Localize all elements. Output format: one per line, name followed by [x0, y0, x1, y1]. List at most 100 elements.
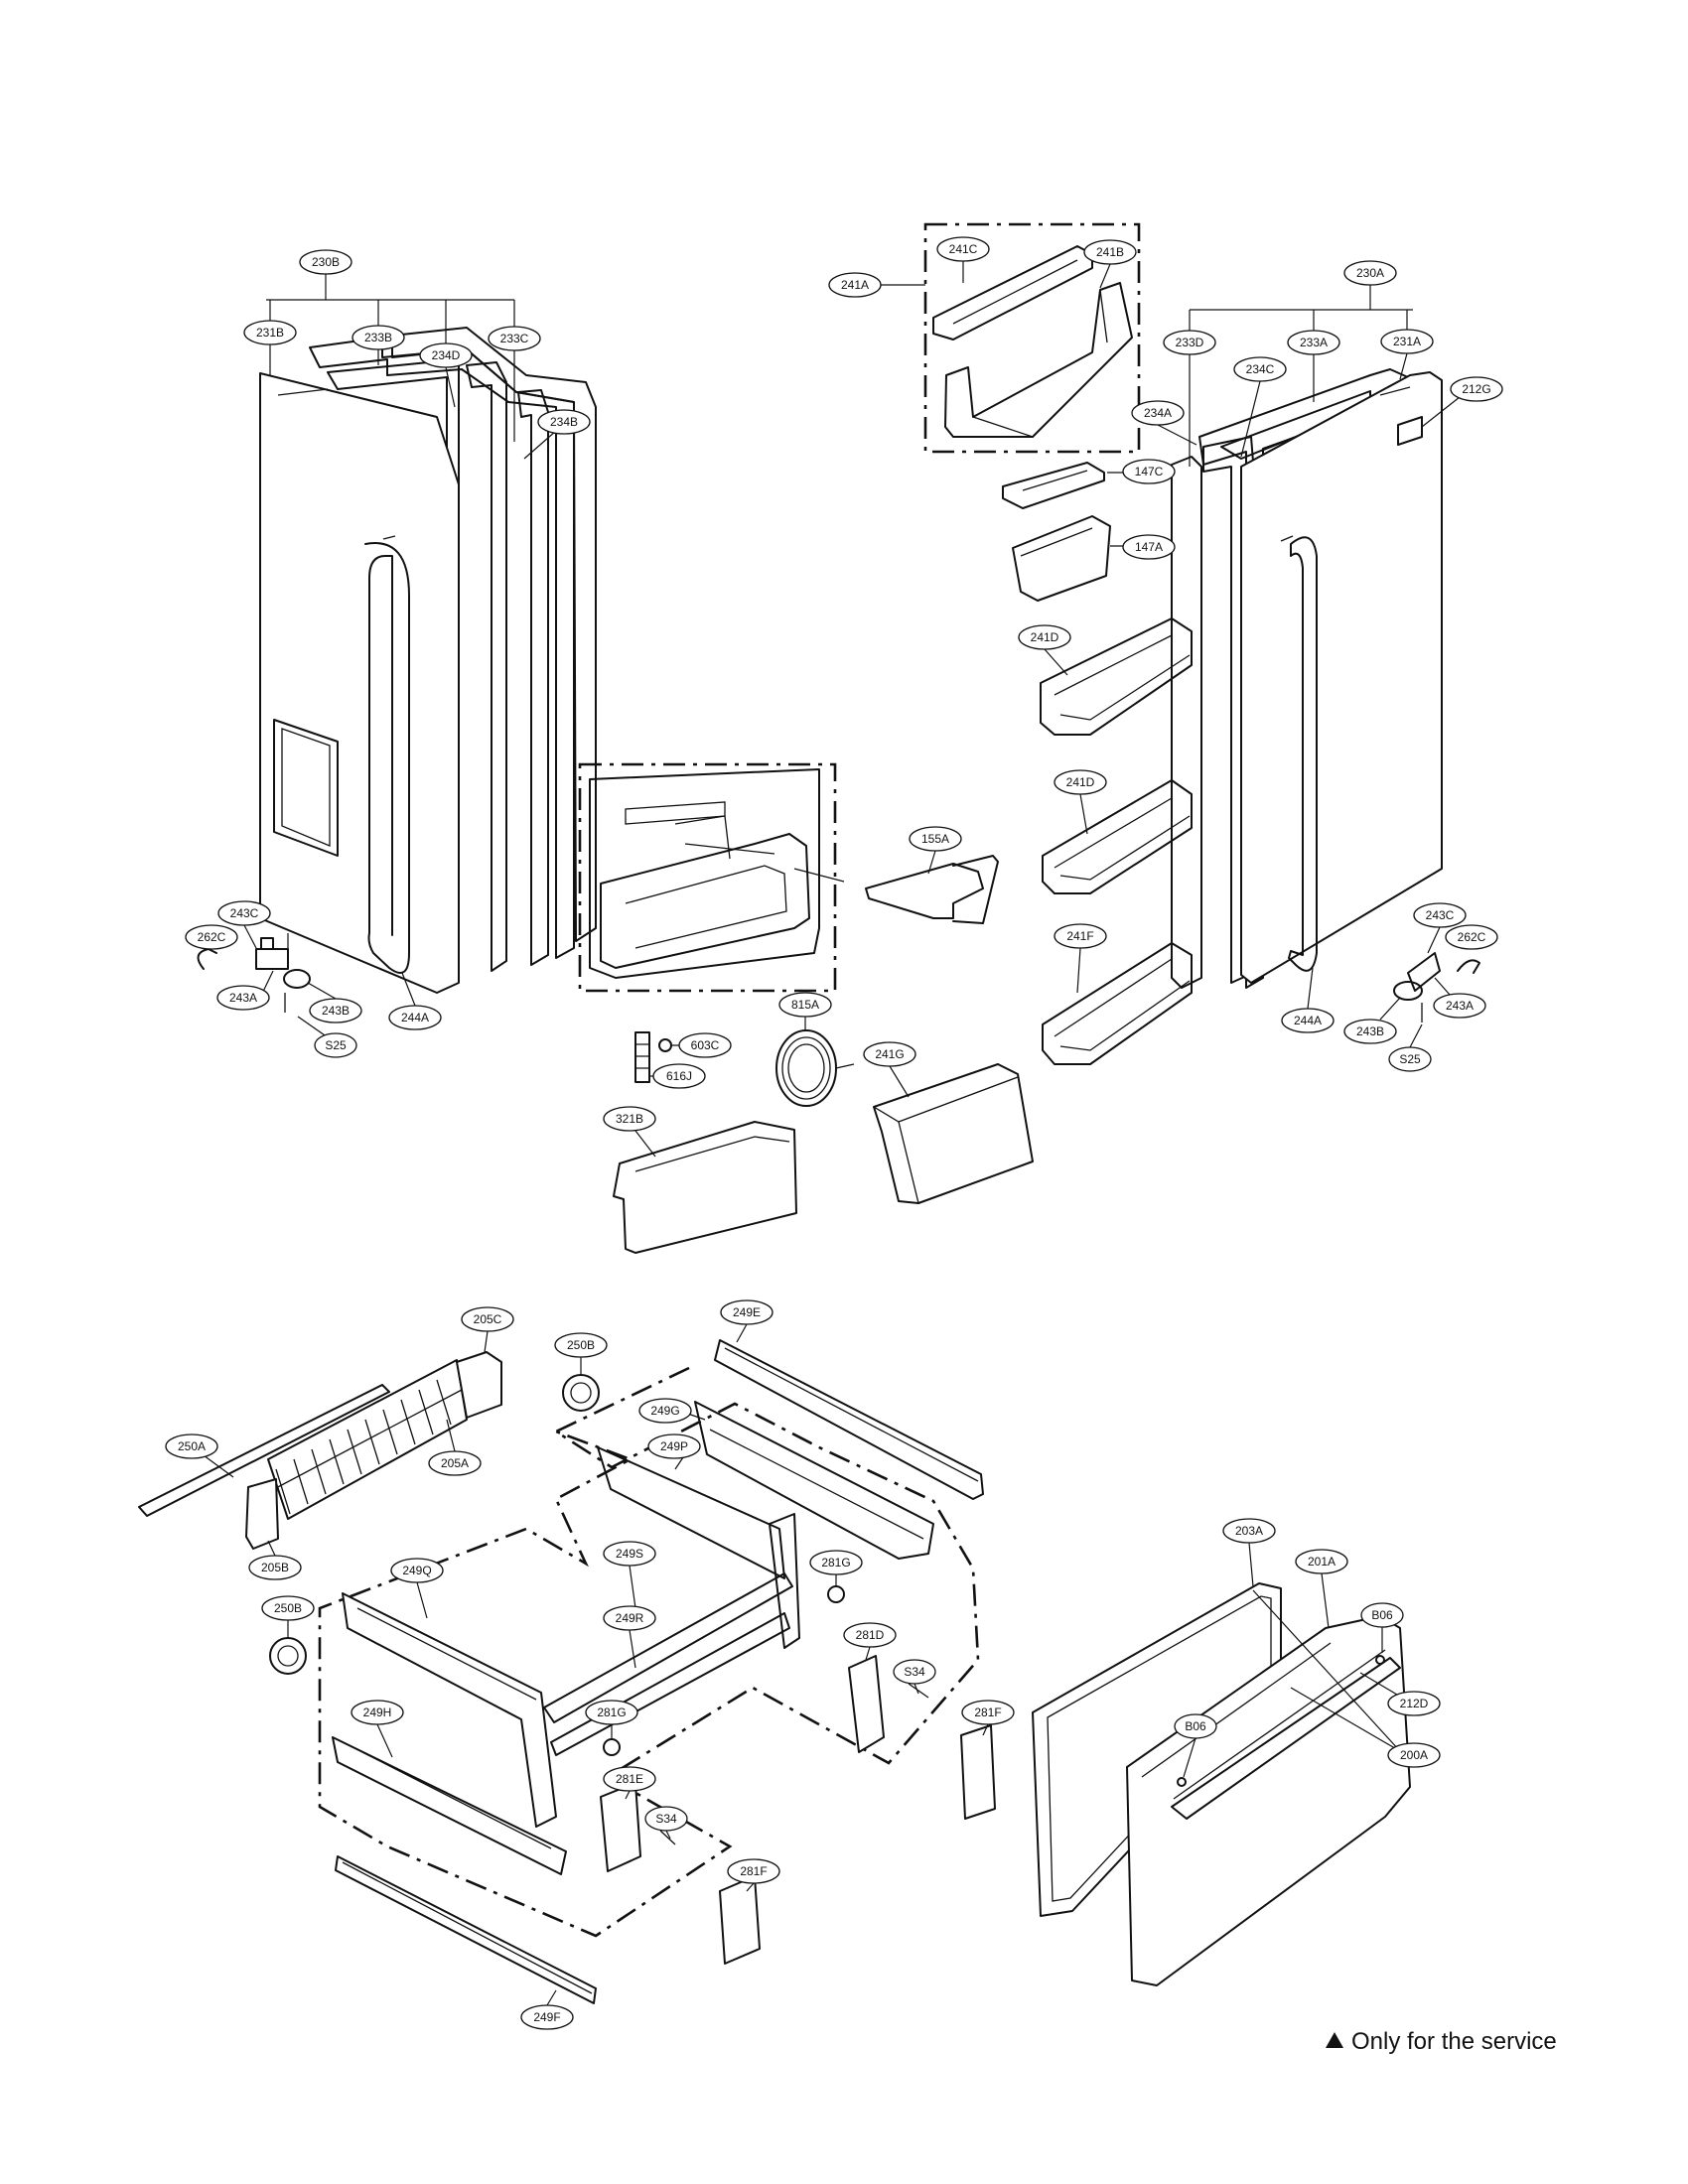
- part-number: 281F: [740, 1864, 767, 1878]
- small-bins-147: [1002, 462, 1133, 602]
- part-number: 201A: [1308, 1555, 1336, 1569]
- part-callout-205c: 205C: [461, 1306, 514, 1332]
- part-callout-243c: 243C: [217, 900, 271, 926]
- part-number: 241D: [1066, 775, 1095, 789]
- part-callout-244a: 244A: [1281, 1008, 1335, 1033]
- part-callout-s34: S34: [893, 1659, 936, 1685]
- triangle-icon: [1326, 2032, 1343, 2048]
- cover-321b: [613, 1121, 797, 1254]
- part-number: B06: [1371, 1608, 1393, 1622]
- part-callout-s34: S34: [644, 1806, 688, 1832]
- part-number: 234A: [1144, 406, 1172, 420]
- part-callout-241c: 241C: [936, 236, 990, 262]
- part-number: 233B: [364, 331, 392, 344]
- part-number: 243C: [1426, 908, 1455, 922]
- service-footnote: Only for the service: [1326, 2028, 1557, 2056]
- part-callout-262c: 262C: [185, 924, 238, 950]
- part-callout-616j: 616J: [652, 1063, 706, 1089]
- part-callout-249e: 249E: [720, 1299, 774, 1325]
- part-number: 249Q: [402, 1564, 431, 1577]
- part-callout-249s: 249S: [603, 1541, 656, 1567]
- part-number: S34: [655, 1812, 677, 1826]
- part-number: 231A: [1393, 335, 1421, 348]
- drawer-parts-281: [600, 1574, 996, 1965]
- part-number: 262C: [1458, 930, 1486, 944]
- part-callout-241g: 241G: [863, 1041, 916, 1067]
- part-number: 281G: [821, 1556, 850, 1570]
- part-callout-241b: 241B: [1083, 239, 1137, 265]
- rail-249f: [335, 1855, 597, 2006]
- part-callout-201a: 201A: [1295, 1549, 1348, 1574]
- water-tube-815a: [775, 1017, 855, 1107]
- footnote-text: Only for the service: [1351, 2028, 1557, 2055]
- right-door-assembly: [1171, 368, 1480, 1023]
- water-fittings: [634, 1031, 691, 1083]
- part-callout-230b: 230B: [299, 249, 352, 275]
- part-callout-250a: 250A: [165, 1433, 218, 1459]
- part-callout-243a: 243A: [1433, 993, 1486, 1019]
- part-number: B06: [1185, 1719, 1206, 1733]
- group-box-241a: [923, 222, 1141, 454]
- part-callout-243b: 243B: [309, 998, 362, 1024]
- part-number: 244A: [1294, 1014, 1322, 1027]
- part-number: 241G: [875, 1047, 904, 1061]
- part-number: 233C: [500, 332, 529, 345]
- part-number: 233D: [1176, 336, 1204, 349]
- part-number: 241B: [1096, 245, 1124, 259]
- part-number: 603C: [691, 1038, 720, 1052]
- part-callout-233a: 233A: [1287, 330, 1340, 355]
- part-callout-231a: 231A: [1380, 329, 1434, 354]
- part-number: 200A: [1400, 1748, 1428, 1762]
- dispenser-housing: [589, 768, 820, 979]
- part-callout-281f: 281F: [727, 1858, 780, 1884]
- part-callout-249q: 249Q: [390, 1558, 444, 1583]
- part-number: 241C: [949, 242, 978, 256]
- bin-241-assembly: [868, 245, 1133, 438]
- rail-249s-249r: [543, 1565, 793, 1756]
- part-number: 249H: [363, 1706, 392, 1719]
- part-callout-233b: 233B: [352, 325, 405, 350]
- part-number: 241A: [841, 278, 869, 292]
- part-number: S25: [325, 1038, 347, 1052]
- part-callout-147c: 147C: [1122, 459, 1176, 484]
- part-callout-249p: 249P: [647, 1433, 701, 1459]
- part-callout-b06: B06: [1174, 1713, 1217, 1739]
- part-callout-147a: 147A: [1122, 534, 1176, 560]
- part-callout-233c: 233C: [488, 326, 541, 351]
- part-number: 212D: [1400, 1697, 1429, 1710]
- part-callout-205b: 205B: [248, 1555, 302, 1580]
- part-number: 234D: [432, 348, 461, 362]
- part-number: 241D: [1031, 630, 1059, 644]
- part-callout-249r: 249R: [603, 1605, 656, 1631]
- part-number: 250A: [178, 1439, 206, 1453]
- part-number: 205B: [261, 1561, 289, 1574]
- part-callout-249f: 249F: [520, 2004, 574, 2030]
- part-number: 321B: [616, 1112, 643, 1126]
- part-callout-262c: 262C: [1445, 924, 1498, 950]
- part-number: 212G: [1462, 382, 1490, 396]
- part-callout-281f: 281F: [961, 1700, 1015, 1725]
- part-number: 249E: [733, 1305, 761, 1319]
- part-callout-243a: 243A: [216, 985, 270, 1011]
- part-number: 815A: [791, 998, 819, 1012]
- rail-249q: [342, 1581, 557, 1828]
- part-number: 147A: [1135, 540, 1163, 554]
- part-number: 241F: [1066, 929, 1093, 943]
- rail-249e: [714, 1323, 984, 1500]
- part-callout-212g: 212G: [1450, 376, 1503, 402]
- part-number: 231B: [256, 326, 284, 340]
- right-door-leaders: [1157, 285, 1461, 1048]
- part-number: 234C: [1246, 362, 1275, 376]
- part-callout-321b: 321B: [603, 1106, 656, 1132]
- part-number: 243B: [1356, 1024, 1384, 1038]
- part-number: S34: [904, 1665, 925, 1679]
- wire-basket-205a: [245, 1330, 502, 1557]
- part-callout-231b: 231B: [243, 320, 297, 345]
- part-number: 233A: [1300, 336, 1328, 349]
- part-callout-241a: 241A: [828, 272, 882, 298]
- part-callout-281d: 281D: [843, 1622, 897, 1648]
- part-callout-603c: 603C: [678, 1032, 732, 1058]
- part-number: 230A: [1356, 266, 1384, 280]
- part-number: 281F: [974, 1706, 1001, 1719]
- part-number: 249F: [533, 2010, 560, 2024]
